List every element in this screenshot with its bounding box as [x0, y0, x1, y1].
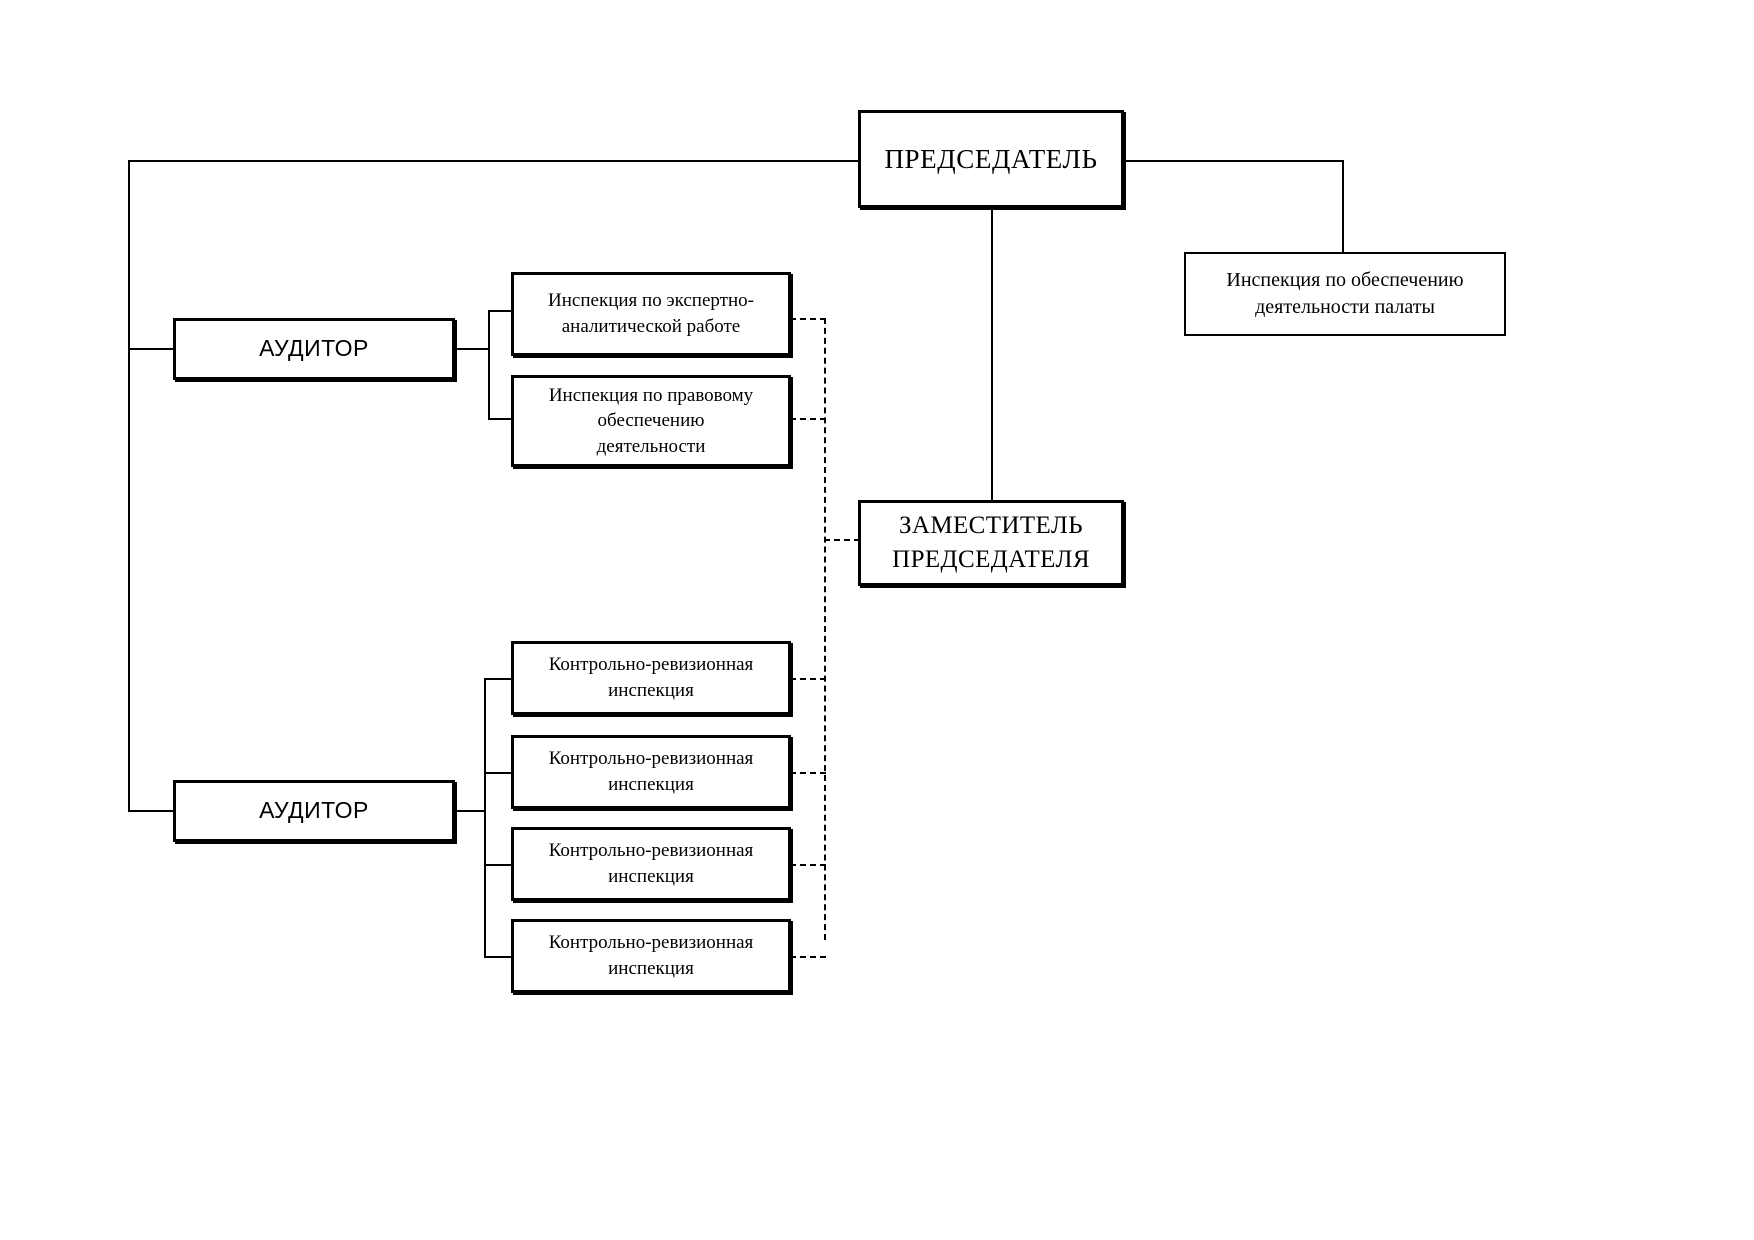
- edge-chairman-right-horizontal: [1122, 160, 1344, 162]
- node-audit-inspection-2[interactable]: Контрольно-ревизионная инспекция: [511, 735, 791, 809]
- edge-auditor-top-out: [455, 348, 490, 350]
- edge-auditor-bottom-to-insp-2: [484, 772, 512, 774]
- dashed-bus-to-audit-inspection-2: [790, 772, 826, 774]
- edge-auditor-top-to-expert: [488, 310, 512, 312]
- node-support-inspection[interactable]: Инспекция по обеспечению деятельности па…: [1184, 252, 1506, 336]
- dashed-bus-to-inspection-legal: [790, 418, 826, 420]
- node-inspection-expert[interactable]: Инспекция по экспертно- аналитической ра…: [511, 272, 791, 356]
- edge-auditor-bottom-to-insp-1: [484, 678, 512, 680]
- node-audit-inspection-1-label: Контрольно-ревизионная инспекция: [548, 654, 754, 701]
- node-inspection-legal[interactable]: Инспекция по правовому обеспечению деяте…: [511, 375, 791, 467]
- node-deputy-chairman-label: ЗАМЕСТИТЕЛЬ ПРЕДСЕДАТЕЛЯ: [892, 512, 1090, 573]
- dashed-bus-to-deputy: [824, 539, 860, 541]
- node-deputy-chairman[interactable]: ЗАМЕСТИТЕЛЬ ПРЕДСЕДАТЕЛЯ: [858, 500, 1124, 586]
- edge-chairman-left-vertical: [128, 160, 130, 812]
- node-audit-inspection-3[interactable]: Контрольно-ревизионная инспекция: [511, 827, 791, 901]
- edge-auditor-bottom-to-insp-3: [484, 864, 512, 866]
- node-support-inspection-label: Инспекция по обеспечению деятельности па…: [1226, 269, 1464, 318]
- node-audit-inspection-3-label: Контрольно-ревизионная инспекция: [548, 840, 754, 887]
- edge-trunk-to-auditor-bottom: [128, 810, 175, 812]
- dashed-bus-to-audit-inspection-1: [790, 678, 826, 680]
- node-auditor-top[interactable]: АУДИТОР: [173, 318, 455, 380]
- node-audit-inspection-4-label: Контрольно-ревизионная инспекция: [548, 932, 754, 979]
- edge-chairman-right-vertical: [1342, 160, 1344, 253]
- node-auditor-bottom-label: АУДИТОР: [259, 797, 369, 824]
- node-audit-inspection-1[interactable]: Контрольно-ревизионная инспекция: [511, 641, 791, 715]
- node-audit-inspection-4[interactable]: Контрольно-ревизионная инспекция: [511, 919, 791, 993]
- node-chairman-label: ПРЕДСЕДАТЕЛЬ: [884, 143, 1098, 174]
- edge-trunk-to-auditor-top: [128, 348, 175, 350]
- edge-chairman-to-deputy: [991, 208, 993, 500]
- edge-auditor-bottom-bus: [484, 678, 486, 958]
- dashed-bus-to-inspection-expert: [790, 318, 826, 320]
- node-inspection-legal-label: Инспекция по правовому обеспечению деяте…: [548, 384, 754, 457]
- dashed-bus-to-audit-inspection-4: [790, 956, 826, 958]
- edge-auditor-top-bus: [488, 310, 490, 420]
- dashed-supervision-bus: [824, 318, 826, 940]
- node-auditor-top-label: АУДИТОР: [259, 335, 369, 362]
- edge-auditor-bottom-out: [455, 810, 485, 812]
- edge-auditor-bottom-to-insp-4: [484, 956, 512, 958]
- edge-auditor-top-to-legal: [488, 418, 512, 420]
- dashed-bus-to-audit-inspection-3: [790, 864, 826, 866]
- node-chairman[interactable]: ПРЕДСЕДАТЕЛЬ: [858, 110, 1124, 208]
- edge-chairman-left-horizontal: [128, 160, 859, 162]
- node-audit-inspection-2-label: Контрольно-ревизионная инспекция: [548, 748, 754, 795]
- node-inspection-expert-label: Инспекция по экспертно- аналитической ра…: [548, 290, 754, 337]
- node-auditor-bottom[interactable]: АУДИТОР: [173, 780, 455, 842]
